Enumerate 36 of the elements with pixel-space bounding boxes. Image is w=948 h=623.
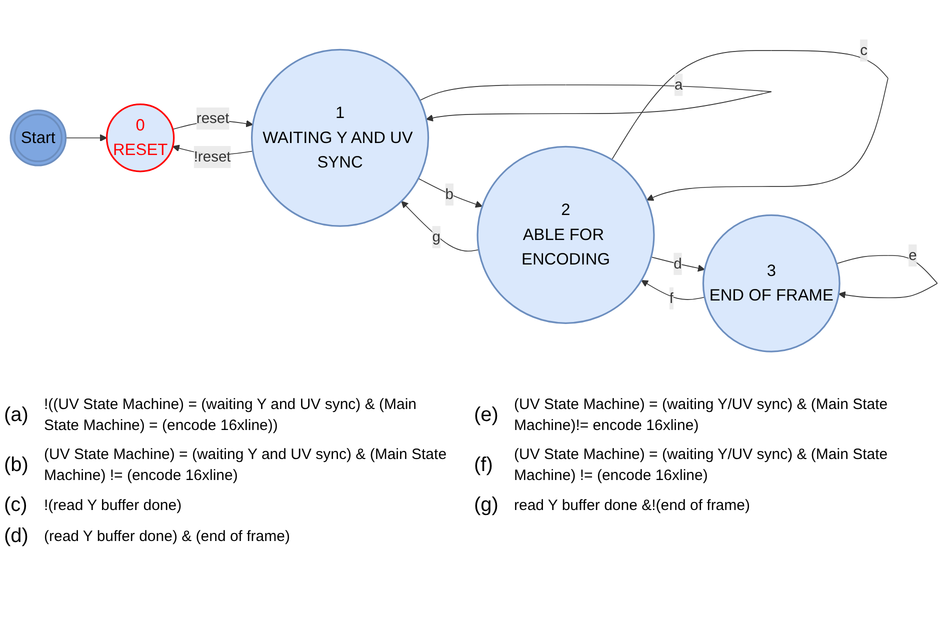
arrow <box>418 178 483 208</box>
condition-text: (UV State Machine) = (waiting Y/UV sync) & (Main State Machine)!= encode 16xline) <box>514 395 889 436</box>
item-letter: (b) <box>4 454 30 476</box>
edge-label: g <box>432 228 440 244</box>
item-letter: (c) <box>4 494 28 517</box>
edge-label: c <box>860 41 868 58</box>
edge-label: b <box>445 185 454 202</box>
arrow <box>65 134 108 141</box>
condition-text: (UV State Machine) = (waiting Y/UV sync) & (Main State Machine) != (encode 16xline) <box>514 445 889 486</box>
edge-label: f <box>669 289 674 306</box>
node-circle: 1 WAITING Y AND UV SYNC <box>251 48 430 226</box>
arrow <box>641 280 706 300</box>
item-letter: (a) <box>4 404 30 426</box>
item-letter: (d) <box>4 525 30 548</box>
edge-label: d <box>674 254 682 272</box>
condition-text: (read Y buffer done) & (end of frame) <box>44 527 290 547</box>
arrow <box>611 50 888 200</box>
item-letter: (g) <box>474 494 500 517</box>
condition-text: (UV State Machine) = (waiting Y and UV sync) & (Main State Machine) != (encode 16xline) <box>44 445 448 486</box>
node-circle: 3 END OF FRAME <box>702 214 840 352</box>
node-circle: 0 RESET <box>106 103 175 172</box>
arrow <box>401 200 480 252</box>
edge-label: reset <box>196 109 230 126</box>
condition-text: read Y buffer done &!(end of frame) <box>514 496 750 516</box>
edge-label: !reset <box>194 148 231 164</box>
arrow <box>650 256 705 272</box>
arrow <box>836 254 938 298</box>
edge-label: a <box>674 76 683 92</box>
item-letter: (e) <box>474 404 500 426</box>
node-circle: Start <box>10 108 67 166</box>
edge-label: e <box>908 246 917 263</box>
item-letter: (f) <box>474 454 494 476</box>
node-circle: 2 ABLE FOR ENCODING <box>476 145 655 324</box>
condition-text: !(read Y buffer done) <box>44 496 182 516</box>
arrow <box>419 84 772 121</box>
condition-text: !((UV State Machine) = (waiting Y and UV sync) & (Main State Machine) = (encode 16xline)) <box>44 395 418 436</box>
